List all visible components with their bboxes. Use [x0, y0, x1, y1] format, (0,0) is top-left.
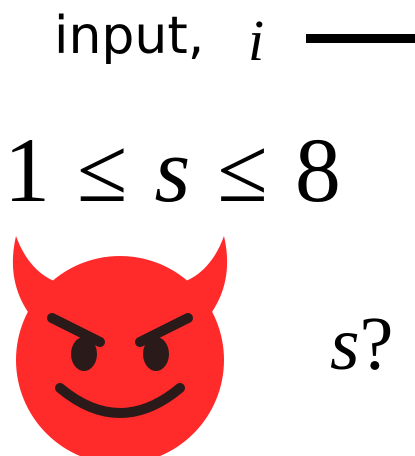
left-eye [71, 337, 97, 371]
left-eyebrow [47, 313, 105, 347]
devil-face-icon [12, 236, 228, 456]
constraint-lower: 1 [4, 119, 52, 221]
constraint-relation-2: ≤ [217, 119, 270, 221]
question-label: s? [330, 306, 393, 382]
input-text: input, [54, 6, 205, 66]
right-eye [143, 337, 169, 371]
input-variable: i [248, 8, 265, 73]
constraint-inequality: 1 ≤ s ≤ 8 [4, 124, 343, 216]
question-mark: ? [359, 302, 394, 386]
right-eyebrow [135, 313, 193, 347]
question-variable: s [330, 302, 360, 386]
connector-line [306, 34, 415, 43]
constraint-relation-1: ≤ [77, 119, 130, 221]
constraint-variable: s [154, 119, 193, 221]
constraint-upper: 8 [294, 119, 343, 221]
smile [55, 383, 185, 418]
face [16, 256, 224, 456]
